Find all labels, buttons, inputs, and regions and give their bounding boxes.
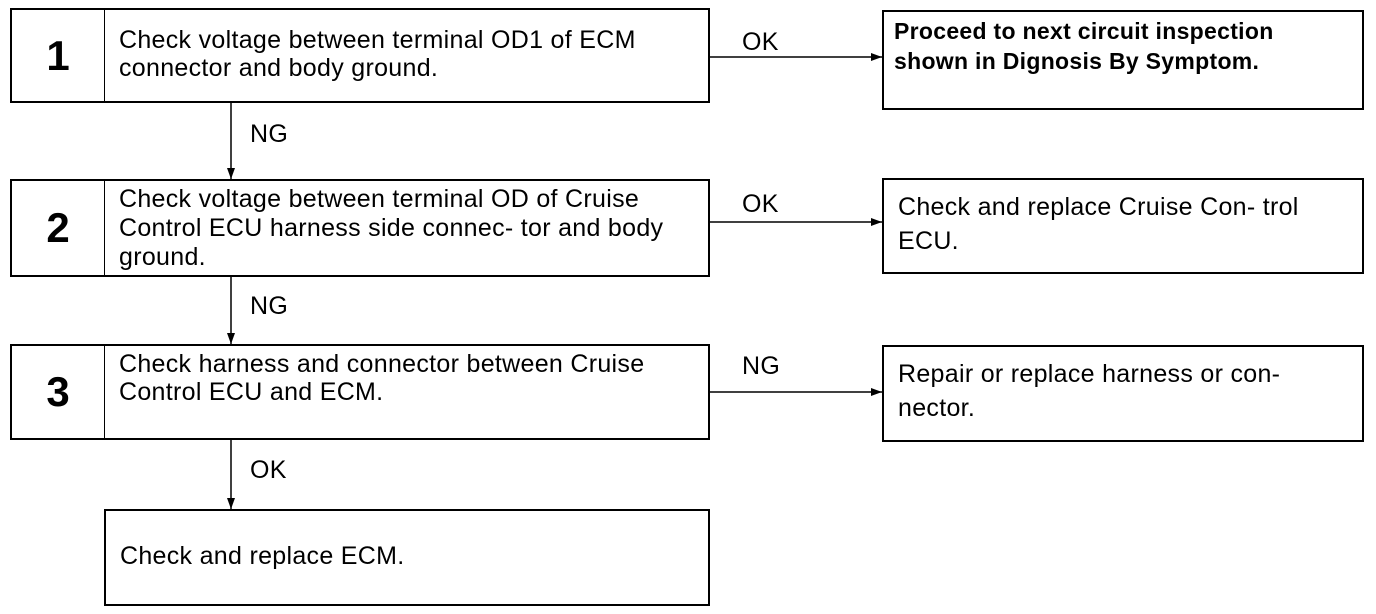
- step-text-3: Check harness and connector between Crui…: [119, 350, 645, 406]
- step-box-3: 3 Check harness and connector between Cr…: [10, 344, 710, 440]
- step-number-3: 3: [12, 346, 105, 438]
- step-text-1: Check voltage between terminal OD1 of EC…: [119, 26, 636, 82]
- label-step3-down: OK: [250, 456, 287, 484]
- result-box-1: Proceed to next circuit inspection shown…: [882, 10, 1364, 110]
- label-step1-right: OK: [742, 28, 779, 56]
- result-text-2: Check and replace Cruise Con- trol ECU.: [898, 193, 1299, 255]
- step-box-2: 2 Check voltage between terminal OD of C…: [10, 179, 710, 277]
- step-text-2: Check voltage between terminal OD of Cru…: [119, 185, 664, 271]
- result-text-3: Repair or replace harness or con- nector…: [898, 360, 1281, 422]
- step-number-2: 2: [12, 181, 105, 275]
- label-step2-right: OK: [742, 190, 779, 218]
- final-box: Check and replace ECM.: [104, 509, 710, 606]
- label-step1-down: NG: [250, 120, 289, 148]
- result-box-2: Check and replace Cruise Con- trol ECU.: [882, 178, 1364, 274]
- label-step2-down: NG: [250, 292, 289, 320]
- label-step3-right: NG: [742, 352, 781, 380]
- final-text: Check and replace ECM.: [120, 542, 405, 570]
- result-box-3: Repair or replace harness or con- nector…: [882, 345, 1364, 442]
- step-box-1: 1 Check voltage between terminal OD1 of …: [10, 8, 710, 103]
- step-number-1: 1: [12, 10, 105, 101]
- result-text-1: Proceed to next circuit inspection shown…: [894, 18, 1274, 74]
